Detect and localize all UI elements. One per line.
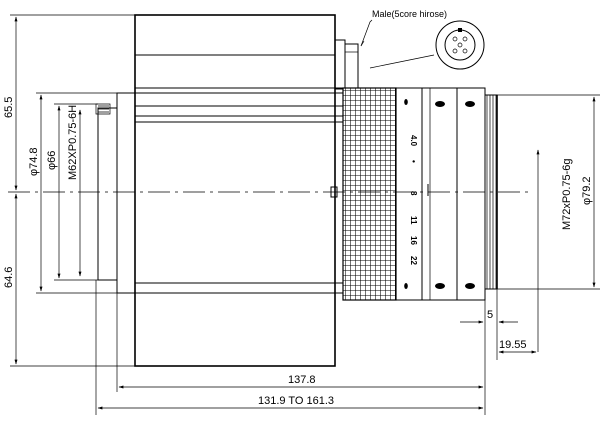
scale-label-4: 4.0 [409, 135, 418, 147]
dim-phi-74-8: φ74.8 [28, 147, 40, 176]
scale-label-11: 11 [409, 216, 418, 225]
mount-thread-tip [95, 103, 111, 115]
dim-19-55: 19.55 [499, 339, 527, 351]
dim-front-thread: M72xP0.75-6g [561, 158, 573, 230]
connector-callout: Male(5core hirose) [360, 9, 485, 70]
front-ring-2 [456, 87, 486, 301]
dim-65-5: 65.5 [3, 97, 15, 118]
mount-section [95, 92, 136, 294]
bottom-dimensions: 137.8 131.9 TO 161.3 [95, 280, 486, 415]
focus-ring [342, 87, 423, 301]
scale-label-16: 16 [409, 236, 418, 245]
dim-137-8: 137.8 [288, 374, 316, 386]
dim-mount-thread: M62XP0.75-6H [67, 105, 79, 180]
body-outline [134, 14, 336, 367]
dim-64-6: 64.6 [3, 267, 15, 288]
scale-label-8: 8 [409, 191, 418, 196]
front-ring-1 [421, 87, 458, 301]
dim-phi-66: φ66 [46, 151, 58, 170]
dim-5: 5 [487, 309, 493, 321]
front-barrel [421, 87, 498, 301]
knurled-ring [342, 87, 397, 301]
left-dimensions: 65.5 64.6 φ74.8 φ66 M62XP0.75-6H [3, 14, 135, 367]
scale-dot: • [409, 160, 418, 163]
dim-phi-79-2: φ79.2 [581, 176, 593, 205]
lens-body [134, 14, 345, 367]
dim-total-length: 131.9 TO 161.3 [258, 395, 334, 407]
mount-thread-body [97, 107, 118, 281]
connector-leader [369, 54, 435, 69]
right-dimensions: φ79.2 M72xP0.75-6g 5 19.55 [460, 94, 600, 392]
aperture-scale: 4.0 • 8 11 16 22 [409, 135, 429, 265]
connector-face [435, 20, 485, 70]
connector-stub [334, 39, 359, 90]
scale-label-22: 22 [409, 256, 418, 265]
mount-flange [116, 92, 136, 294]
connector-label: Male(5core hirose) [372, 9, 447, 19]
